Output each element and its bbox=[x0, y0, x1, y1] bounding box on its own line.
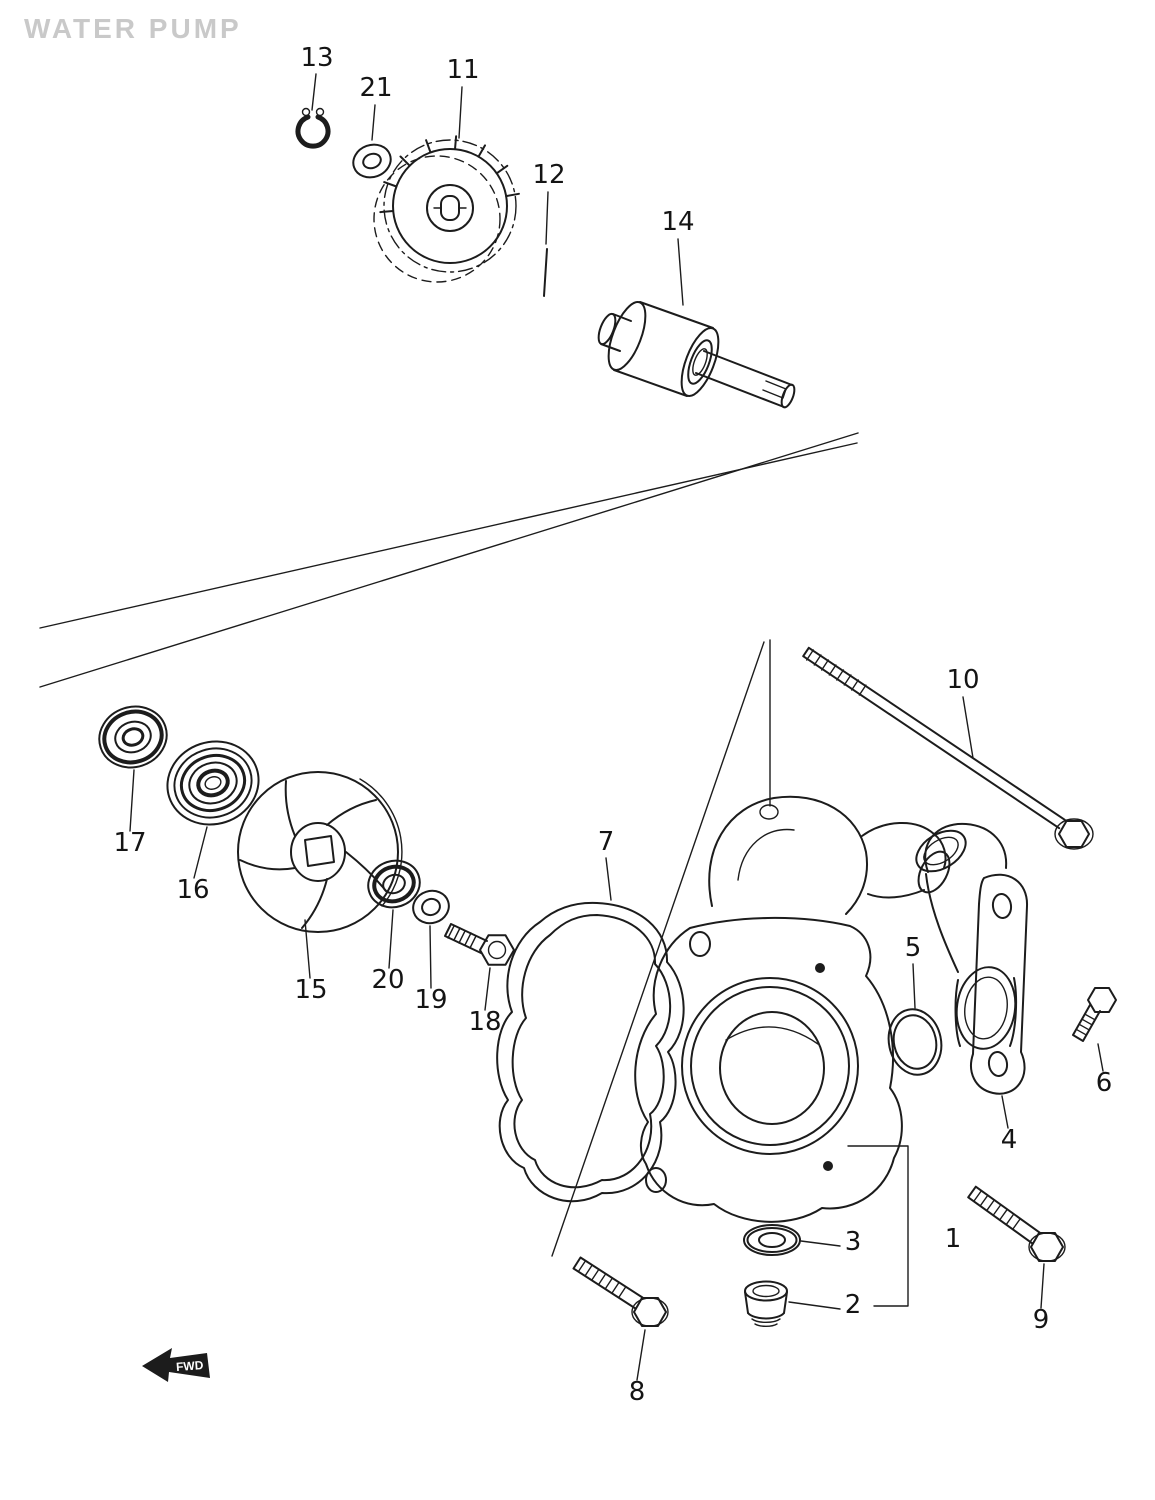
leader-18 bbox=[484, 967, 491, 1011]
part-bolt-18 bbox=[444, 923, 515, 966]
callout-6: 6 bbox=[1096, 1068, 1113, 1098]
bolt-threads bbox=[577, 1260, 627, 1298]
part-washer-19 bbox=[412, 889, 450, 925]
callout-1: 1 bbox=[945, 1224, 962, 1254]
callout-labels: 1 2 3 4 5 6 7 8 9 10 11 12 13 14 15 16 1… bbox=[113, 43, 1112, 1407]
callout-9: 9 bbox=[1033, 1305, 1050, 1335]
bolt-head bbox=[633, 1297, 667, 1327]
part-gasket-7 bbox=[496, 901, 685, 1203]
callout-18: 18 bbox=[468, 1007, 501, 1037]
leader-15 bbox=[304, 919, 311, 979]
leader-8 bbox=[636, 1329, 646, 1381]
bolt-shank bbox=[967, 1185, 1041, 1245]
part-snap-ring-13 bbox=[295, 107, 331, 149]
case-outlet-stub bbox=[861, 822, 947, 869]
leader-10 bbox=[962, 696, 974, 759]
bolt-threads bbox=[447, 925, 477, 949]
fwd-label: FWD bbox=[176, 1358, 205, 1374]
part-shaft-bearing-14 bbox=[597, 301, 796, 409]
part-bolt-6 bbox=[1072, 987, 1117, 1042]
fwd-marker: FWD bbox=[142, 1348, 210, 1382]
part-lock-washer-21 bbox=[352, 143, 392, 179]
part-bolt-10 bbox=[802, 646, 1094, 850]
bolt-head bbox=[479, 934, 515, 966]
bolt-threads bbox=[1075, 1013, 1096, 1036]
leader-4 bbox=[1001, 1095, 1009, 1129]
part-seal-ring-20 bbox=[367, 859, 421, 909]
part-washer-3 bbox=[743, 1224, 801, 1256]
page-title: WATER PUMP bbox=[24, 13, 242, 44]
gear-teeth bbox=[379, 135, 520, 214]
leader-14 bbox=[677, 238, 684, 306]
leader-21 bbox=[371, 104, 376, 141]
callout-20: 20 bbox=[371, 965, 404, 995]
callout-13: 13 bbox=[300, 43, 333, 73]
callout-19: 19 bbox=[414, 985, 447, 1015]
leader-17 bbox=[129, 769, 135, 832]
leader-2 bbox=[788, 1301, 841, 1310]
leader-6 bbox=[1097, 1043, 1104, 1072]
part-o-ring-5 bbox=[887, 1008, 943, 1076]
callout-4: 4 bbox=[1001, 1125, 1018, 1155]
leader-3 bbox=[800, 1240, 841, 1247]
part-mechanical-seal-16 bbox=[166, 740, 260, 826]
callout-8: 8 bbox=[629, 1377, 646, 1407]
leader-5 bbox=[912, 963, 916, 1009]
case-dome bbox=[708, 795, 868, 915]
bolt-head bbox=[1087, 987, 1117, 1013]
callout-7: 7 bbox=[598, 827, 615, 857]
leader-11 bbox=[458, 86, 463, 139]
case-flange bbox=[634, 916, 903, 1223]
bolt-shank bbox=[1072, 1004, 1101, 1042]
callout-17: 17 bbox=[113, 828, 146, 858]
fwd-arrow-icon bbox=[142, 1348, 210, 1382]
leader-bracket-1 bbox=[847, 1145, 909, 1307]
callout-2: 2 bbox=[845, 1290, 862, 1320]
leader-19 bbox=[429, 925, 432, 989]
leader-7 bbox=[605, 857, 612, 901]
callout-15: 15 bbox=[294, 975, 327, 1005]
part-bolt-8 bbox=[572, 1256, 669, 1327]
cap-flange bbox=[970, 873, 1029, 1095]
leader-16 bbox=[193, 826, 208, 879]
impeller-blades bbox=[239, 780, 387, 929]
part-pin-12 bbox=[543, 248, 548, 297]
callout-5: 5 bbox=[905, 933, 922, 963]
bolt-threads bbox=[806, 649, 867, 696]
callout-12: 12 bbox=[532, 160, 565, 190]
assembly-axis-lines bbox=[39, 432, 859, 1257]
leader-9 bbox=[1040, 1263, 1045, 1309]
leader-13 bbox=[311, 73, 317, 111]
callout-16: 16 bbox=[176, 875, 209, 905]
part-inlet-cap-4 bbox=[915, 822, 1029, 1095]
bolt-shank bbox=[802, 646, 1066, 830]
bolt-head bbox=[1030, 1232, 1064, 1262]
callout-14: 14 bbox=[661, 207, 694, 237]
part-pump-gear-11 bbox=[373, 135, 520, 283]
part-drain-plug-2 bbox=[744, 1280, 788, 1328]
part-impeller-15 bbox=[237, 771, 403, 933]
leader-lines bbox=[129, 73, 1104, 1381]
bolt-head bbox=[1058, 820, 1090, 848]
leader-12 bbox=[545, 191, 549, 245]
leader-20 bbox=[388, 909, 394, 969]
part-oil-seal-17 bbox=[98, 705, 168, 769]
callout-21: 21 bbox=[359, 73, 392, 103]
bolt-shank bbox=[444, 923, 488, 954]
callout-11: 11 bbox=[446, 55, 479, 85]
part-pump-case-1 bbox=[634, 795, 951, 1223]
part-bolt-9 bbox=[967, 1185, 1066, 1262]
bolt-threads bbox=[973, 1190, 1021, 1230]
bolt-shank bbox=[572, 1256, 644, 1310]
callout-10: 10 bbox=[946, 665, 979, 695]
callout-3: 3 bbox=[845, 1227, 862, 1257]
